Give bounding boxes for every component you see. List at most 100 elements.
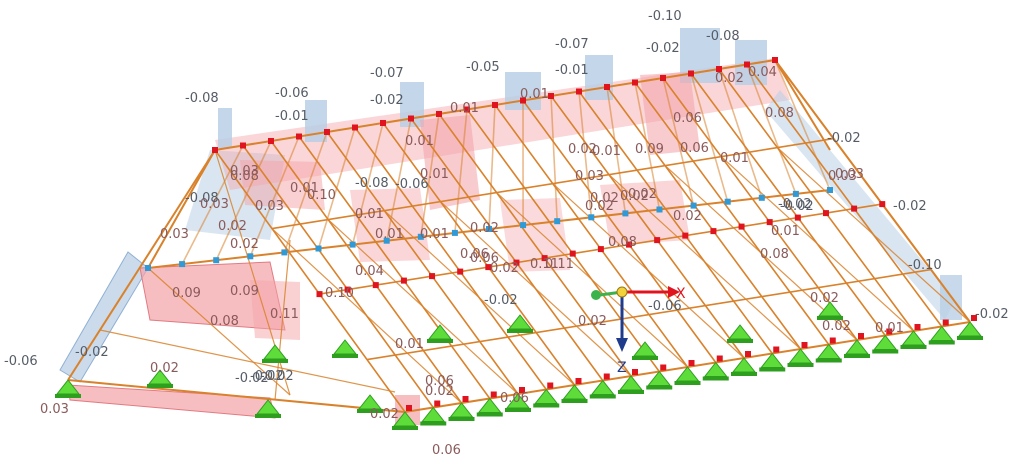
brace (777, 148, 970, 322)
result-value-label: 0.02 (230, 237, 259, 252)
node-marker (434, 401, 440, 407)
node-marker (352, 125, 358, 131)
result-value-label: 0.06 (470, 251, 499, 266)
node-marker (604, 84, 610, 90)
support-symbol (788, 349, 814, 367)
result-value-label: 0.02 (568, 142, 597, 157)
result-value-label: 0.02 (150, 361, 179, 376)
result-value-label: -0.02 (893, 199, 927, 214)
result-value-label: 0.01 (875, 321, 904, 336)
node-marker (179, 261, 185, 267)
result-value-label: 0.01 (520, 87, 549, 102)
result-value-label: 0.01 (771, 224, 800, 239)
support-symbol (759, 354, 785, 372)
result-value-label: -0.08 (706, 29, 740, 44)
node-marker (689, 360, 695, 366)
result-value-label: 0.01 (355, 207, 384, 222)
node-marker (429, 273, 435, 279)
node-marker (324, 129, 330, 135)
result-value-label: 0.06 (500, 391, 529, 406)
result-value-label: 0.08 (210, 314, 239, 329)
node-marker (350, 242, 356, 248)
result-value-label: 0.03 (835, 167, 864, 182)
result-value-label: 0.02 (673, 209, 702, 224)
node-marker (682, 233, 688, 239)
support-symbol (703, 363, 729, 381)
result-value-label: -0.06 (4, 354, 38, 369)
support-symbol (533, 390, 559, 408)
result-value-label: -0.10 (908, 258, 942, 273)
support-symbol (427, 325, 453, 343)
result-value-label: -0.06 (275, 86, 309, 101)
node-marker (457, 269, 463, 275)
support-symbol (262, 345, 288, 363)
node-marker (317, 291, 323, 297)
result-value-label: 0.08 (230, 169, 259, 184)
node-marker (657, 207, 663, 213)
node-marker (710, 228, 716, 234)
support-symbol (562, 385, 588, 403)
result-value-label: 0.06 (425, 374, 454, 389)
node-marker (660, 75, 666, 81)
node-marker (604, 374, 610, 380)
result-value-label: 0.01 (450, 101, 479, 116)
result-value-label: 0.09 (172, 286, 201, 301)
support-symbol (632, 342, 658, 360)
result-value-label: 0.01 (290, 181, 319, 196)
result-value-label: 0.03 (40, 402, 69, 417)
result-value-label: -0.02 (827, 131, 861, 146)
node-marker (879, 201, 885, 207)
result-value-label: 0.08 (608, 235, 637, 250)
result-value-label: -0.01 (275, 109, 309, 124)
node-marker (212, 147, 218, 153)
result-value-label: 0.02 (218, 219, 247, 234)
node-marker (547, 383, 553, 389)
node-marker (213, 257, 219, 263)
result-value-label: 0.08 (765, 106, 794, 121)
load-spike (218, 108, 232, 148)
support-symbol (816, 345, 842, 363)
result-value-label: 0.06 (432, 443, 461, 458)
node-marker (739, 224, 745, 230)
node-marker (588, 214, 594, 220)
support-symbol (590, 381, 616, 399)
node-marker (406, 405, 412, 411)
support-symbol (901, 331, 927, 349)
result-value-label: -0.08 (185, 191, 219, 206)
node-marker (915, 324, 921, 330)
node-marker (463, 396, 469, 402)
result-value-label: 0.01 (720, 151, 749, 166)
result-value-label: 0.03 (160, 227, 189, 242)
result-value-label: 0.02 (578, 314, 607, 329)
node-marker (717, 356, 723, 362)
node-marker (660, 365, 666, 371)
result-value-label: -0.05 (466, 60, 500, 75)
node-marker (827, 187, 833, 193)
result-value-label: 0.04 (355, 264, 384, 279)
support-symbol (646, 372, 672, 390)
result-value-label: -0.02 (75, 345, 109, 360)
node-marker (492, 102, 498, 108)
result-value-label: -0.08 (185, 91, 219, 106)
result-value-label: 0.03 (255, 199, 284, 214)
result-value-label: 0.01 (375, 227, 404, 242)
node-marker (401, 278, 407, 284)
node-marker (632, 80, 638, 86)
result-value-label: -0.07 (555, 37, 589, 52)
node-marker (802, 342, 808, 348)
support-symbol (731, 358, 757, 376)
result-value-label: 0.09 (230, 284, 259, 299)
z-axis-label: Z (617, 360, 627, 376)
result-value-label: -0.07 (370, 66, 404, 81)
support-symbol (618, 376, 644, 394)
node-marker (851, 206, 857, 212)
node-marker (570, 251, 576, 257)
result-value-label: -0.08 (355, 176, 389, 191)
node-marker (268, 138, 274, 144)
result-value-label: 0.04 (748, 65, 777, 80)
support-symbol (675, 367, 701, 385)
result-value-label: 0.03 (575, 169, 604, 184)
node-marker (773, 347, 779, 353)
